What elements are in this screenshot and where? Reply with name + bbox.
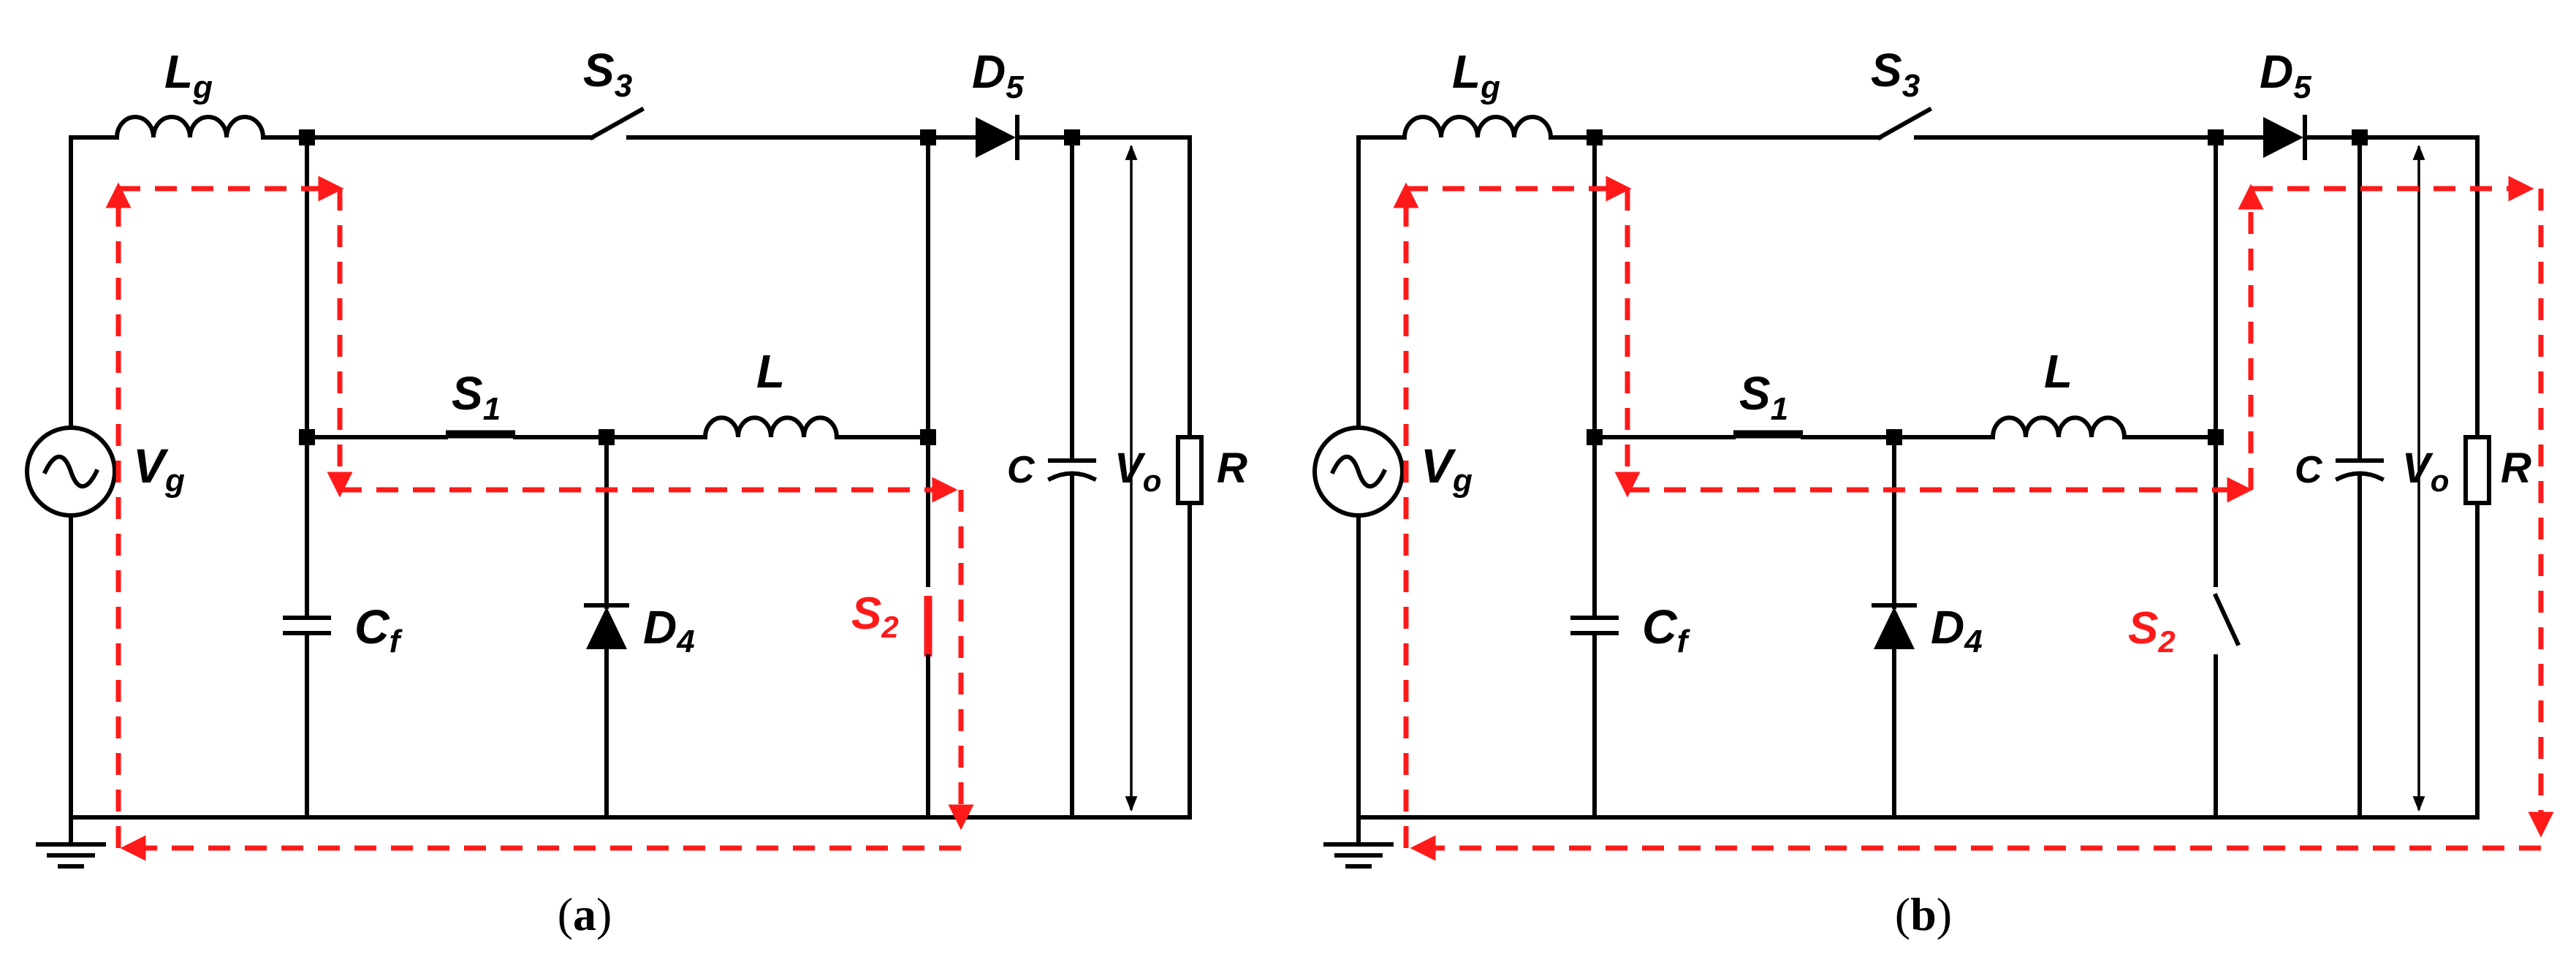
- svg-text:(b): (b): [1895, 888, 1952, 940]
- svg-text:S1: S1: [452, 367, 501, 427]
- svg-text:Lg: Lg: [1452, 45, 1500, 105]
- svg-text:C: C: [2295, 449, 2323, 491]
- svg-text:D5: D5: [972, 45, 1024, 105]
- svg-text:S3: S3: [583, 44, 632, 104]
- svg-text:Lg: Lg: [164, 45, 213, 105]
- svg-text:L: L: [2044, 345, 2072, 398]
- svg-text:Vg: Vg: [133, 439, 185, 499]
- svg-text:L: L: [756, 345, 785, 398]
- svg-text:Cf: Cf: [1642, 599, 1691, 659]
- svg-text:S2: S2: [851, 589, 899, 644]
- svg-text:S2: S2: [2128, 603, 2176, 659]
- svg-text:Vo: Vo: [1114, 445, 1161, 498]
- svg-text:R: R: [2501, 445, 2531, 492]
- panel-b: Lg S3 D5 S1 L Vg C Vo R Cf D4 S2 (b): [1315, 44, 2554, 940]
- svg-text:Cf: Cf: [354, 599, 403, 659]
- svg-text:Vo: Vo: [2402, 445, 2449, 498]
- svg-text:(a): (a): [558, 888, 612, 940]
- svg-text:Vg: Vg: [1421, 439, 1473, 499]
- svg-text:D5: D5: [2260, 45, 2311, 105]
- svg-text:D4: D4: [1931, 601, 1983, 659]
- svg-text:S3: S3: [1871, 44, 1920, 104]
- svg-text:D4: D4: [643, 601, 695, 659]
- svg-text:S1: S1: [1739, 367, 1788, 427]
- s2-switch-open: [2213, 593, 2241, 646]
- svg-text:R: R: [1217, 445, 1247, 492]
- svg-text:C: C: [1007, 449, 1036, 491]
- panel-a: Lg S3 D5 S1 L Vg C Vo R Cf D4 S2 (a): [27, 44, 1247, 940]
